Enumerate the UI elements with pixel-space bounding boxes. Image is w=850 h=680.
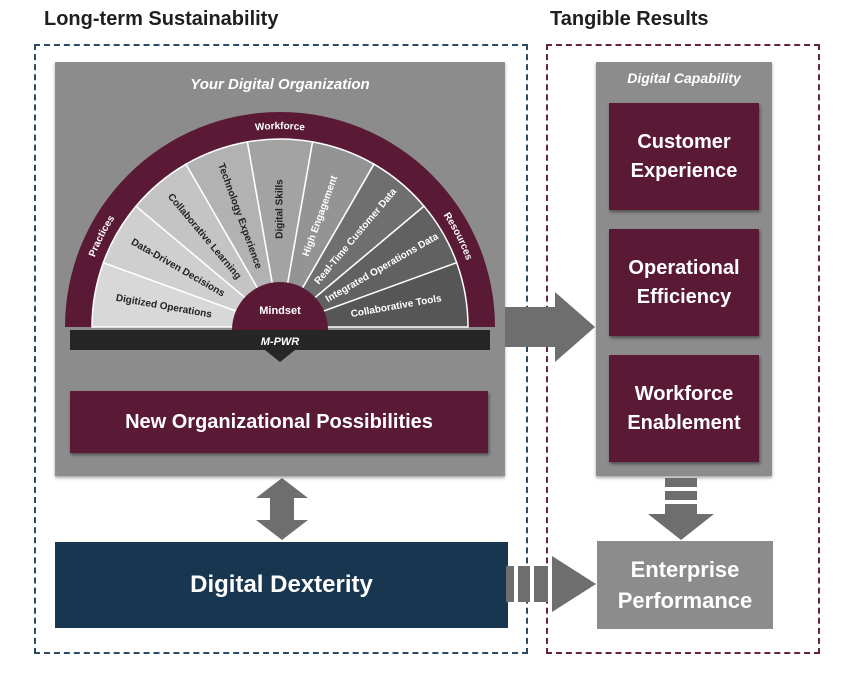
svg-text:Workforce: Workforce bbox=[255, 121, 306, 134]
fan-segment bbox=[279, 261, 469, 328]
customer-experience-box: Customer Experience bbox=[609, 103, 759, 210]
mindset-hub bbox=[232, 282, 328, 330]
arrow-right-to-enterprise bbox=[506, 556, 596, 612]
operational-efficiency-box: Operational Efficiency bbox=[609, 229, 759, 336]
mpwr-label: M-PWR bbox=[261, 336, 300, 348]
mindset-label: Mindset bbox=[259, 305, 301, 317]
enterprise-performance-box: Enterprise Performance bbox=[597, 541, 773, 629]
arrow-down-to-enterprise bbox=[648, 478, 714, 540]
heading-long-term-sustainability: Long-term Sustainability bbox=[44, 8, 279, 30]
arc-label-workforce: Workforce bbox=[255, 121, 306, 134]
fan-segment-label: Digital Skills bbox=[275, 179, 286, 239]
sustainability-container bbox=[34, 44, 528, 654]
arrow-to-digital-capability bbox=[505, 292, 595, 362]
panel-title-digital-capability: Digital Capability bbox=[627, 70, 741, 86]
workforce-enablement-box: Workforce Enablement bbox=[609, 355, 759, 462]
results-container bbox=[546, 44, 820, 654]
panel-title-digital-organization: Your Digital Organization bbox=[190, 76, 370, 93]
mpwr-base-band bbox=[70, 330, 490, 362]
heading-tangible-results: Tangible Results bbox=[550, 8, 709, 30]
fan-segments bbox=[91, 138, 469, 328]
digital-dexterity-box: Digital Dexterity bbox=[55, 542, 508, 628]
double-arrow-vertical bbox=[256, 478, 308, 540]
new-organizational-possibilities-box: New Organizational Possibilities bbox=[70, 391, 488, 453]
